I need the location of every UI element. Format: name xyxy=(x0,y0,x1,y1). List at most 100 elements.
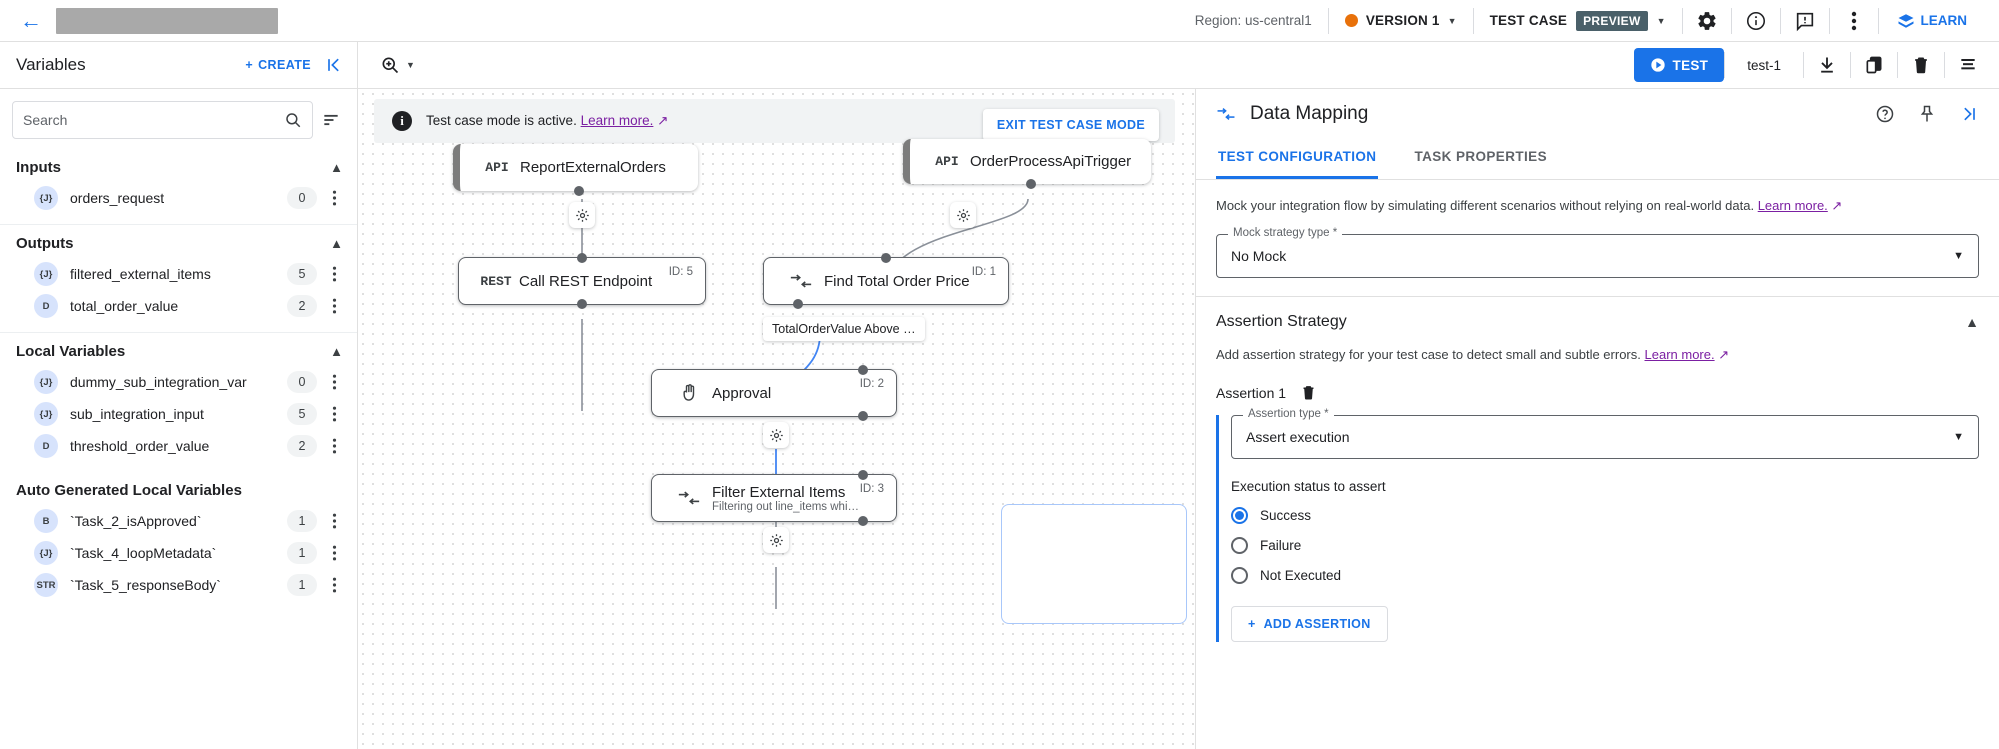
chevron-up-icon[interactable]: ▲ xyxy=(1965,313,1979,330)
list-item[interactable]: D total_order_value 2 xyxy=(0,290,357,322)
edge-settings-gear-icon[interactable] xyxy=(569,202,595,228)
node-order-process-api-trigger[interactable]: API OrderProcessApiTrigger xyxy=(903,139,1151,189)
node-input-port[interactable] xyxy=(858,470,868,480)
pin-icon[interactable] xyxy=(1917,104,1937,124)
list-icon[interactable] xyxy=(1945,48,1991,82)
flow-canvas[interactable]: i Test case mode is active. Learn more. … xyxy=(358,89,1195,749)
more-vert-icon[interactable] xyxy=(321,512,347,530)
learn-more-link[interactable]: Learn more. xyxy=(1644,346,1715,362)
node-approval[interactable]: Approval ID: 2 xyxy=(651,365,897,421)
chevron-up-icon[interactable]: ▲ xyxy=(330,344,343,359)
learn-more-link[interactable]: Learn more. xyxy=(1757,198,1828,213)
node-output-port[interactable] xyxy=(793,299,804,309)
radio-option-success[interactable]: Success xyxy=(1231,507,1979,524)
type-badge: {J} xyxy=(34,186,58,210)
more-vert-icon[interactable] xyxy=(321,189,347,207)
count-badge: 5 xyxy=(287,263,317,285)
feedback-icon[interactable] xyxy=(1781,10,1829,32)
node-output-port[interactable] xyxy=(858,411,868,421)
learn-more-link[interactable]: Learn more. xyxy=(580,113,654,128)
test-case-name[interactable]: test-1 xyxy=(1747,57,1781,73)
divider xyxy=(1779,7,1781,34)
variable-group-inputs: Inputs ▲ {J} orders_request 0 xyxy=(0,149,357,225)
group-header[interactable]: Inputs ▲ xyxy=(0,149,357,182)
more-vert-icon[interactable] xyxy=(321,265,347,283)
collapse-right-icon[interactable] xyxy=(1959,104,1979,124)
radio-icon[interactable] xyxy=(1231,507,1248,524)
node-input-port[interactable] xyxy=(881,253,891,263)
help-icon[interactable] xyxy=(1875,104,1895,124)
list-item[interactable]: {J} `Task_4_loopMetadata` 1 xyxy=(0,537,357,569)
mock-strategy-select[interactable]: Mock strategy type * No Mock ▼ xyxy=(1216,226,1979,278)
node-output-port[interactable] xyxy=(858,516,868,526)
list-item[interactable]: {J} sub_integration_input 5 xyxy=(0,398,357,430)
selected-node-placeholder[interactable] xyxy=(1001,504,1187,624)
list-item[interactable]: D threshold_order_value 2 xyxy=(0,430,357,462)
node-input-port[interactable] xyxy=(858,365,868,375)
node-body: ReportExternalOrders xyxy=(520,159,684,176)
copy-icon[interactable] xyxy=(1851,48,1897,82)
tab-task-properties[interactable]: TASK PROPERTIES xyxy=(1414,149,1547,164)
more-vert-icon[interactable] xyxy=(1830,10,1878,32)
chevron-up-icon[interactable]: ▲ xyxy=(330,236,343,251)
list-item[interactable]: {J} filtered_external_items 5 xyxy=(0,258,357,290)
page-title: Variables xyxy=(16,55,86,74)
more-vert-icon[interactable] xyxy=(321,297,347,315)
radio-icon[interactable] xyxy=(1231,567,1248,584)
more-vert-icon[interactable] xyxy=(321,437,347,455)
node-filter-external-items[interactable]: Filter External Items Filtering out line… xyxy=(651,470,897,526)
list-item[interactable]: {J} dummy_sub_integration_var 0 xyxy=(0,366,357,398)
node-report-external-orders[interactable]: API ReportExternalOrders xyxy=(453,144,698,196)
tab-test-configuration[interactable]: TEST CONFIGURATION xyxy=(1216,139,1379,179)
node-output-port[interactable] xyxy=(1025,179,1036,189)
node-output-port[interactable] xyxy=(577,299,587,309)
list-item[interactable]: {J} orders_request 0 xyxy=(0,182,357,214)
exit-test-case-mode-button[interactable]: EXIT TEST CASE MODE xyxy=(982,109,1159,141)
radio-icon[interactable] xyxy=(1231,537,1248,554)
group-header[interactable]: Outputs ▲ xyxy=(0,225,357,258)
more-vert-icon[interactable] xyxy=(321,544,347,562)
edge-settings-gear-icon[interactable] xyxy=(763,422,789,448)
group-header[interactable]: Local Variables ▲ xyxy=(0,333,357,366)
chevron-up-icon[interactable]: ▲ xyxy=(330,160,343,175)
collapse-left-icon[interactable] xyxy=(311,55,357,75)
external-link-icon: ↗ xyxy=(1831,198,1843,213)
download-icon[interactable] xyxy=(1804,48,1850,82)
version-selector[interactable]: VERSION 1 ▼ xyxy=(1329,13,1473,28)
list-item[interactable]: STR `Task_5_responseBody` 1 xyxy=(0,569,357,601)
learn-button[interactable]: LEARN xyxy=(1879,12,1986,30)
delete-icon[interactable] xyxy=(1898,48,1944,82)
more-vert-icon[interactable] xyxy=(321,373,347,391)
rest-icon: REST xyxy=(480,273,512,289)
add-assertion-button[interactable]: + ADD ASSERTION xyxy=(1231,606,1388,642)
group-header[interactable]: Auto Generated Local Variables xyxy=(0,472,357,505)
zoom-control[interactable]: ▼ xyxy=(380,55,415,75)
node-output-port[interactable] xyxy=(574,186,584,196)
node-body: Approval xyxy=(712,385,882,402)
search-box[interactable] xyxy=(12,101,313,139)
trash-icon[interactable] xyxy=(1300,384,1317,401)
radio-option-failure[interactable]: Failure xyxy=(1231,537,1979,554)
more-vert-icon[interactable] xyxy=(321,405,347,423)
more-vert-icon[interactable] xyxy=(321,576,347,594)
node-call-rest-endpoint[interactable]: REST Call REST Endpoint ID: 5 xyxy=(458,253,706,309)
radio-option-not-executed[interactable]: Not Executed xyxy=(1231,567,1979,584)
edge-condition-label[interactable]: TotalOrderValue Above … xyxy=(763,317,925,341)
assertion-type-select[interactable]: Assertion type * Assert execution ▼ xyxy=(1231,408,1979,459)
edge-settings-gear-icon[interactable] xyxy=(950,202,976,228)
sort-icon[interactable] xyxy=(317,110,345,130)
node-find-total-order-price[interactable]: Find Total Order Price ID: 1 xyxy=(763,253,1009,309)
search-icon xyxy=(286,113,301,128)
type-badge: STR xyxy=(34,573,58,597)
info-icon[interactable] xyxy=(1732,10,1780,32)
node-input-port[interactable] xyxy=(577,253,587,263)
test-button[interactable]: TEST xyxy=(1633,48,1725,82)
test-case-selector[interactable]: TEST CASE PREVIEW ▼ xyxy=(1474,10,1682,31)
search-input[interactable] xyxy=(23,112,284,128)
gear-icon[interactable] xyxy=(1683,10,1731,32)
list-item[interactable]: B `Task_2_isApproved` 1 xyxy=(0,505,357,537)
back-arrow-icon[interactable]: ← xyxy=(20,7,42,33)
create-variable-button[interactable]: + CREATE xyxy=(245,58,311,72)
edge-settings-gear-icon[interactable] xyxy=(763,527,789,553)
type-badge: D xyxy=(34,294,58,318)
